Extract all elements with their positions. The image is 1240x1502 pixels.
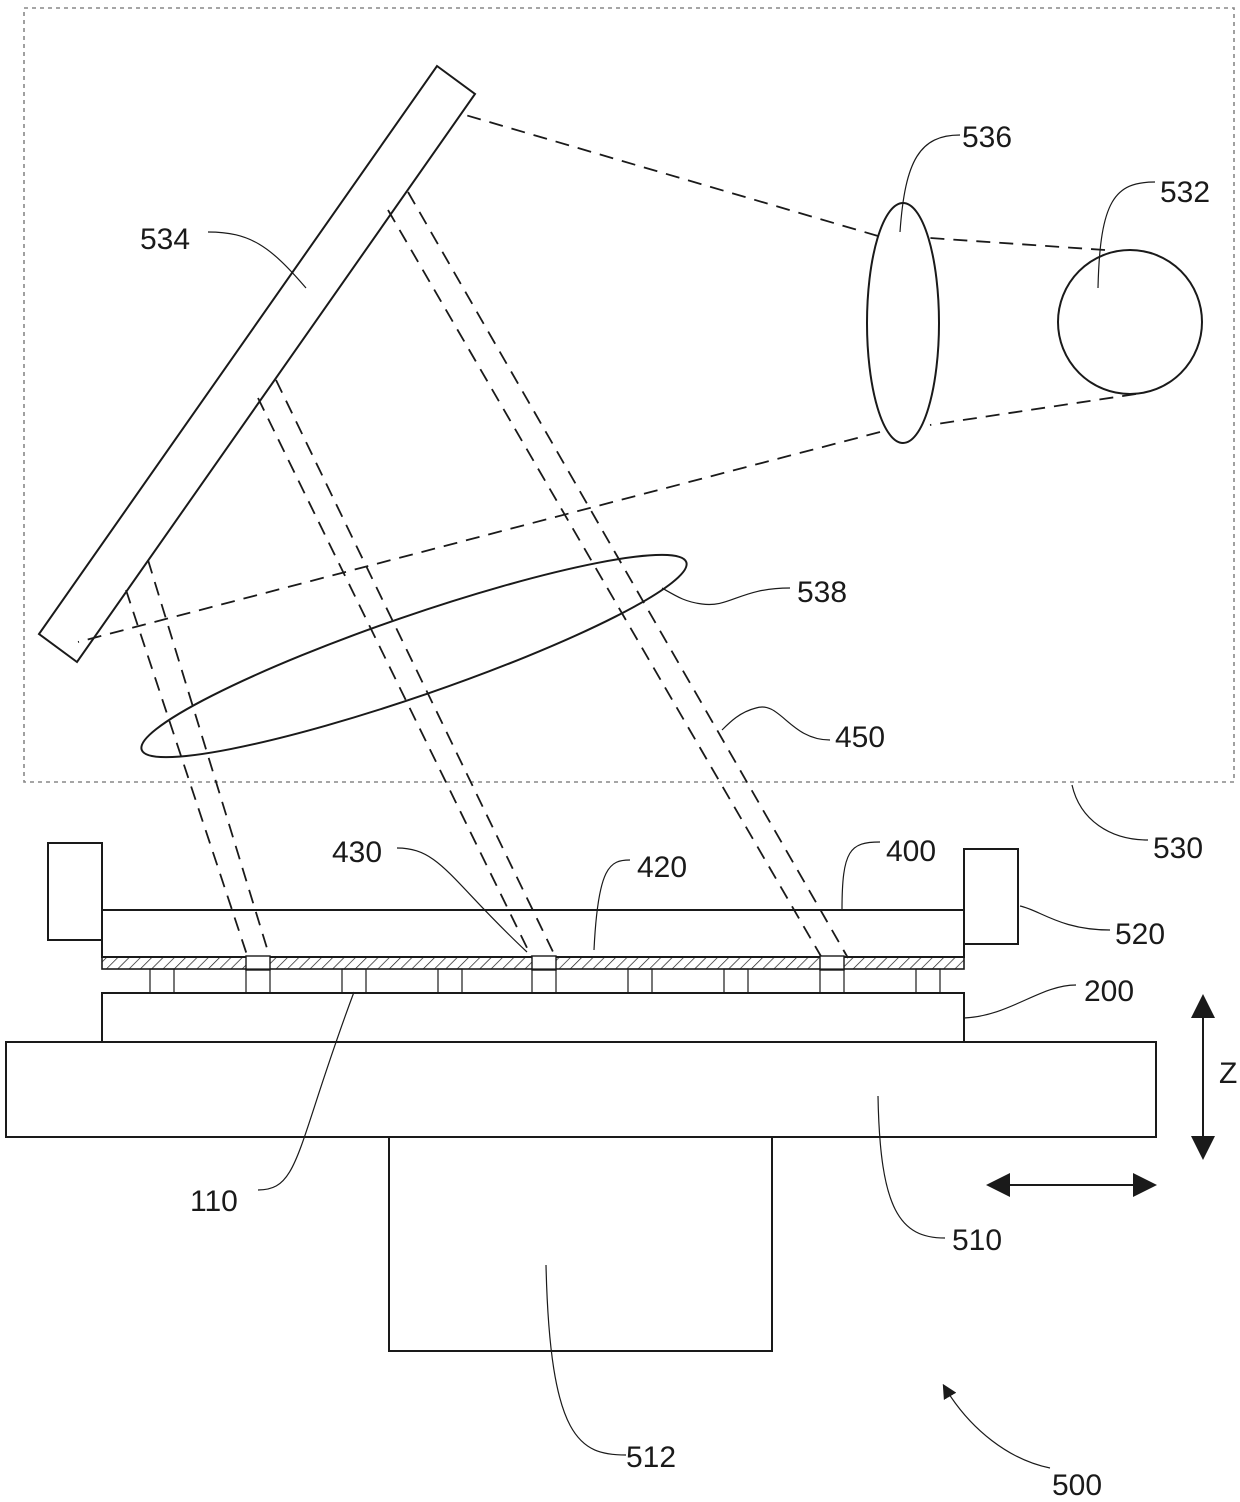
- support-520-right: [964, 849, 1018, 944]
- support-520-left: [48, 843, 102, 940]
- label-520: 520: [1115, 918, 1165, 951]
- label-532: 532: [1160, 176, 1210, 209]
- label-420: 420: [637, 851, 687, 884]
- mirror-534: [39, 66, 475, 662]
- label-430: 430: [332, 836, 382, 869]
- lens-538: [129, 524, 700, 787]
- label-538: 538: [797, 576, 847, 609]
- stage-510: [6, 1042, 1156, 1137]
- label-110: 110: [190, 1185, 238, 1218]
- label-510: 510: [952, 1224, 1002, 1257]
- beamlets-450: [126, 192, 848, 958]
- system-500-arrow: [944, 1386, 1050, 1468]
- label-530: 530: [1153, 832, 1203, 865]
- light-source-532: [1058, 250, 1202, 394]
- lens-536: [867, 203, 939, 443]
- label-500: 500: [1052, 1469, 1102, 1502]
- label-200: 200: [1084, 975, 1134, 1008]
- base-512: [389, 1137, 772, 1351]
- label-536: 536: [962, 121, 1012, 154]
- dies-110: [150, 969, 940, 993]
- leader-lines: [208, 135, 1155, 1455]
- label-400: 400: [886, 835, 936, 868]
- label-512: 512: [626, 1441, 676, 1474]
- substrate-200: [102, 993, 964, 1042]
- label-534: 534: [140, 223, 190, 256]
- label-z: Z: [1219, 1057, 1237, 1090]
- label-450: 450: [835, 721, 885, 754]
